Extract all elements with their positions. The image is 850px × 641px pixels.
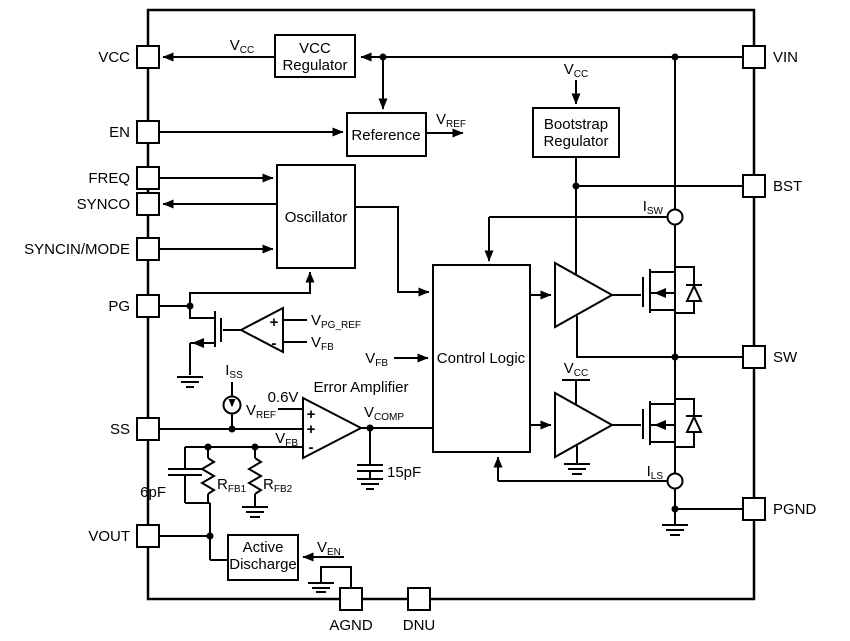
svg-text:SW: SW [773, 349, 798, 366]
ven-input: VEN [302, 539, 344, 562]
feedback-network: VFB 6pF RFB1 RFB2 [140, 430, 303, 561]
low-side-driver-ground [564, 463, 590, 475]
vcomp-node: VCOMP 15pF [357, 404, 433, 490]
block-control-logic: Control Logic [432, 264, 531, 453]
svg-text:SYNCO: SYNCO [77, 196, 130, 213]
svg-text:Discharge: Discharge [229, 556, 297, 573]
svg-text:SS: SS [110, 421, 130, 438]
svg-text:Regulator: Regulator [543, 133, 608, 150]
svg-text:FREQ: FREQ [88, 170, 130, 187]
control-logic-inputs: VFB [365, 290, 667, 482]
block-oscillator: Oscillator [276, 164, 356, 269]
pg-mosfet [189, 306, 241, 375]
svg-text:PG: PG [108, 298, 130, 315]
pin-sw: SW [742, 345, 798, 369]
label-vcc-wire: VCC [230, 37, 254, 56]
svg-text:BST: BST [773, 178, 802, 195]
svg-text:ISS: ISS [225, 362, 243, 381]
svg-text:VCC: VCC [564, 61, 588, 80]
ils-current-sense: ILS [647, 463, 743, 536]
high-side-body-diode [675, 266, 703, 314]
svg-text:Bootstrap: Bootstrap [544, 116, 608, 133]
svg-text:VCOMP: VCOMP [364, 404, 404, 423]
svg-text:EN: EN [109, 124, 130, 141]
block-bootstrap-regulator: Bootstrap Regulator [532, 107, 620, 158]
svg-text:VFB: VFB [311, 334, 334, 353]
svg-text:VIN: VIN [773, 49, 798, 66]
svg-text:ILS: ILS [647, 463, 664, 482]
svg-text:VFB: VFB [365, 350, 388, 369]
svg-text:Oscillator: Oscillator [285, 209, 348, 226]
pin-vout: VOUT [88, 524, 160, 548]
agnd-ground [308, 582, 334, 593]
pin-freq: FREQ [88, 166, 160, 190]
svg-text:VREF: VREF [246, 402, 276, 421]
bootstrap-vcc-input: VCC [564, 61, 588, 105]
svg-text:Active: Active [243, 539, 284, 556]
isw-current-sense: ISW [484, 198, 684, 262]
error-amplifier-title: Error Amplifier [313, 379, 408, 396]
svg-text:RFB2: RFB2 [263, 476, 293, 495]
soft-start-current-source: ISS [222, 362, 243, 429]
svg-text:Control Logic: Control Logic [437, 350, 526, 367]
label-15pf: 15pF [387, 464, 421, 481]
error-amplifier: + + - 0.6V VREF [246, 389, 364, 460]
low-side-body-diode [675, 398, 703, 448]
svg-text:VREF: VREF [436, 111, 466, 130]
pg-comparator: + - VPG_REF VFB [159, 302, 361, 354]
agnd-trace [308, 566, 352, 593]
svg-text:Regulator: Regulator [282, 57, 347, 74]
svg-text:Reference: Reference [351, 127, 420, 144]
pgnd-ground [662, 524, 688, 536]
pin-ss: SS [110, 417, 160, 441]
svg-text:VCC: VCC [98, 49, 130, 66]
svg-text:VFB: VFB [275, 430, 298, 449]
pin-pgnd: PGND [742, 497, 817, 521]
pin-en: EN [109, 120, 160, 144]
svg-text:+: + [270, 314, 279, 331]
svg-text:DNU: DNU [403, 617, 436, 634]
low-side-mosfet [642, 357, 676, 473]
vref-output: VREF [426, 111, 466, 138]
label-0p6v: 0.6V [268, 389, 299, 406]
block-vcc-regulator: VCC Regulator [274, 34, 356, 78]
sw-node [671, 353, 743, 361]
block-active-discharge: Active Discharge [227, 534, 299, 581]
pin-agnd: AGND [329, 587, 373, 634]
pin-synco: SYNCO [77, 192, 160, 216]
svg-text:VOUT: VOUT [88, 528, 130, 545]
low-side-driver: VCC [554, 360, 641, 475]
svg-text:-: - [309, 439, 314, 456]
svg-text:AGND: AGND [329, 617, 373, 634]
pin-vcc: VCC [98, 45, 160, 69]
block-reference: Reference [346, 112, 427, 157]
bst-wires [572, 157, 743, 274]
pin-pg: PG [108, 294, 160, 318]
pin-vin: VIN [742, 45, 798, 69]
svg-text:-: - [272, 335, 277, 352]
svg-text:ISW: ISW [643, 198, 664, 217]
svg-text:RFB1: RFB1 [217, 476, 247, 495]
rfb2-ground [242, 506, 268, 518]
oscillator-wires [159, 173, 430, 306]
pg-fet-ground [177, 376, 203, 388]
label-6pf: 6pF [140, 484, 166, 501]
svg-text:VPG_REF: VPG_REF [311, 312, 361, 331]
svg-text:+: + [307, 421, 316, 438]
svg-text:PGND: PGND [773, 501, 817, 518]
pin-dnu: DNU [403, 587, 436, 634]
svg-text:VCC: VCC [299, 40, 331, 57]
svg-text:VEN: VEN [317, 539, 341, 558]
comp-cap-ground [357, 478, 383, 490]
svg-text:+: + [307, 406, 316, 423]
svg-text:VCC: VCC [564, 360, 588, 379]
high-side-driver [554, 261, 675, 358]
pin-bst: BST [742, 174, 802, 198]
vin-rail-wires [162, 52, 743, 210]
pin-syncin-mode: SYNCIN/MODE [24, 237, 160, 261]
high-side-mosfet [642, 225, 676, 357]
svg-text:SYNCIN/MODE: SYNCIN/MODE [24, 241, 130, 258]
